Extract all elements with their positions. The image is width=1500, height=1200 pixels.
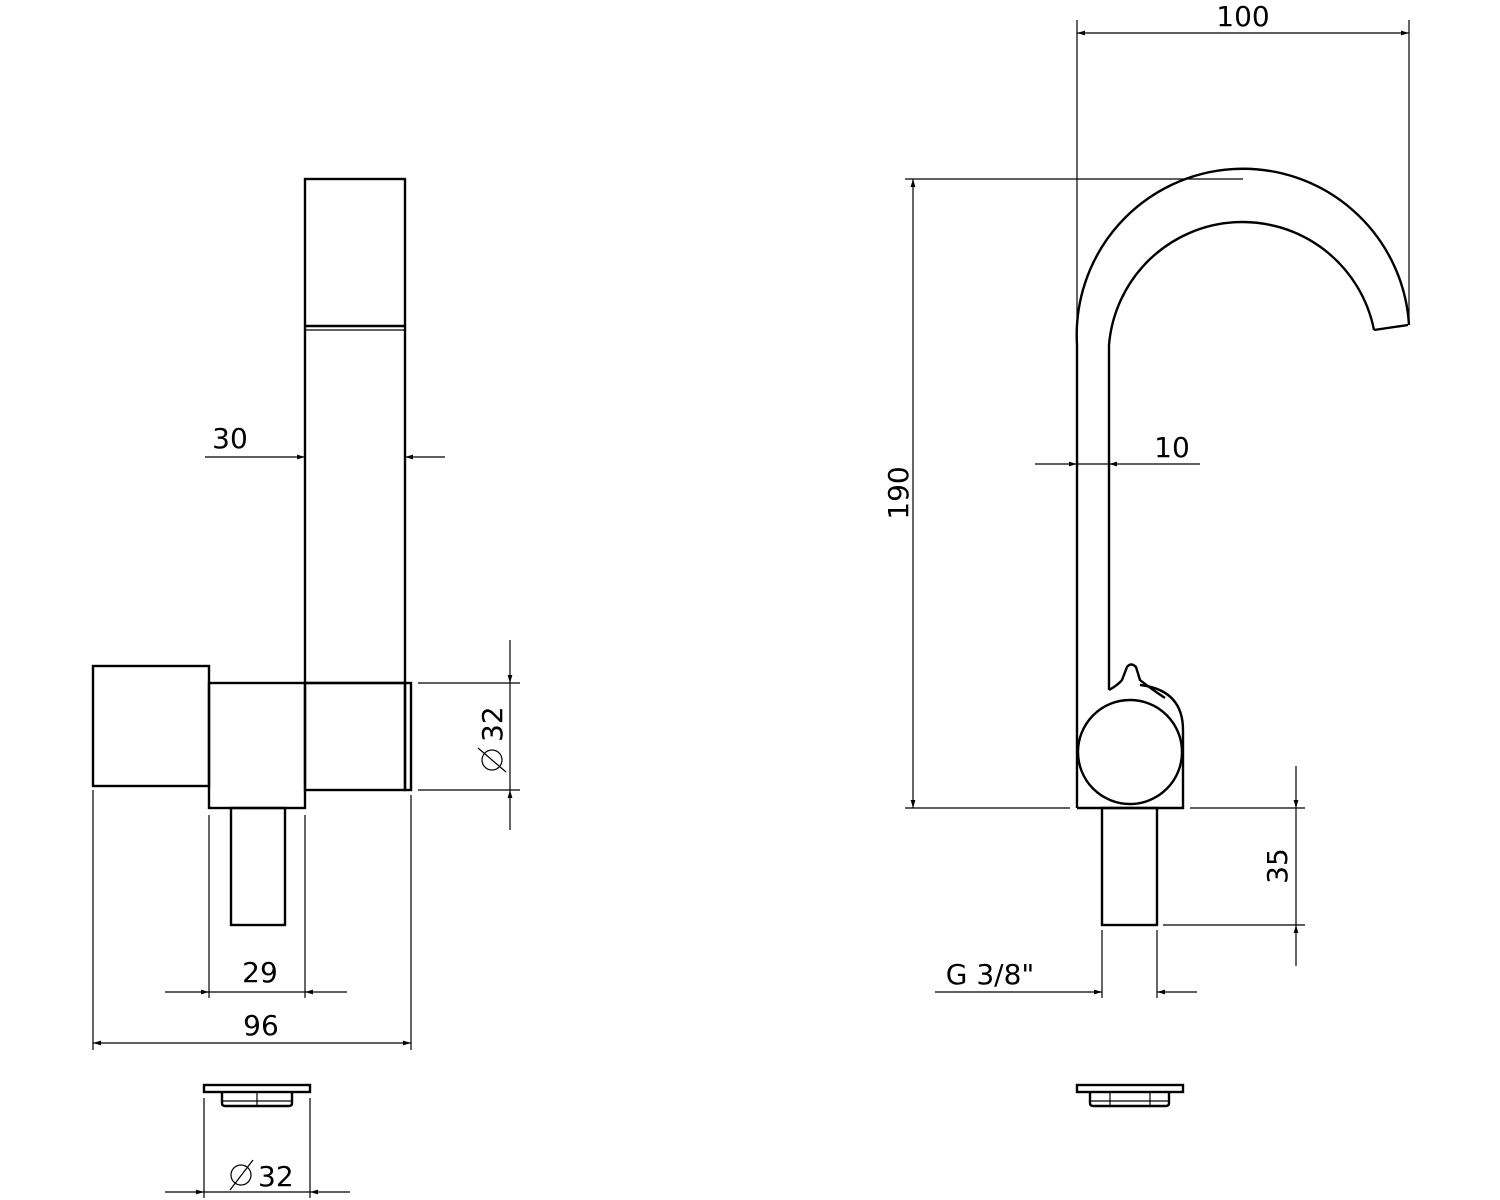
side-view: 100 190 10 35 G 3/8" xyxy=(882,0,1411,1108)
dimension-diameter-32-body: 32 xyxy=(418,640,520,830)
lever-knob xyxy=(1076,698,1184,806)
dim-label-96: 96 xyxy=(243,1009,279,1042)
dim-label-10: 10 xyxy=(1154,431,1190,464)
mounting-base-front xyxy=(202,1083,312,1108)
spout-tip xyxy=(1373,323,1409,332)
dim-label-190: 190 xyxy=(882,466,915,519)
dimension-96: 96 xyxy=(92,790,412,1050)
diameter-symbol-icon xyxy=(481,749,503,771)
lever-nub xyxy=(1108,663,1166,699)
dim-label-base-diameter: 32 xyxy=(258,1160,294,1193)
dimension-thread: G 3/8" xyxy=(935,930,1197,998)
body-left xyxy=(207,681,307,810)
dimension-100: 100 xyxy=(1076,0,1410,340)
dim-label-35: 35 xyxy=(1261,848,1294,884)
body-end-cap xyxy=(403,681,413,792)
spout-outer xyxy=(1075,167,1411,808)
handle-block xyxy=(91,664,211,788)
dimension-10: 10 xyxy=(1035,431,1200,467)
dim-label-thread: G 3/8" xyxy=(946,958,1035,991)
dimension-diameter-32-base: 32 xyxy=(165,1098,350,1198)
spout-column xyxy=(303,177,407,685)
dim-label-100: 100 xyxy=(1216,0,1269,33)
dimension-190: 190 xyxy=(882,178,1243,809)
dim-label-body-diameter: 32 xyxy=(476,706,509,742)
front-view: 30 32 29 96 xyxy=(91,177,520,1198)
diameter-symbol-icon xyxy=(230,1164,252,1186)
body-right xyxy=(303,681,407,792)
dimension-29: 29 xyxy=(165,815,347,998)
spout-inner xyxy=(1107,220,1376,690)
dimension-35: 35 xyxy=(1163,766,1305,966)
inlet-stem-side xyxy=(1100,806,1159,927)
mounting-base-side xyxy=(1075,1083,1185,1108)
dim-label-30: 30 xyxy=(212,422,248,455)
dim-label-29: 29 xyxy=(242,956,278,989)
inlet-stem xyxy=(229,806,287,927)
dimension-30: 30 xyxy=(205,422,445,460)
